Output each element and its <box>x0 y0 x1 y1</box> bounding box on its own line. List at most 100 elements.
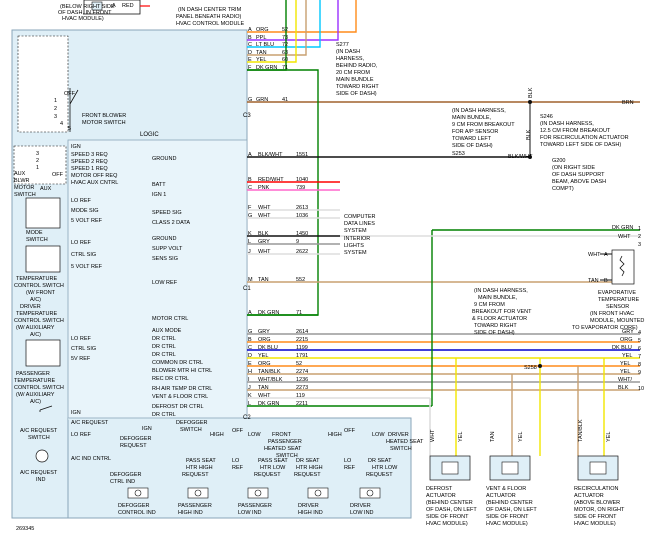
svg-text:MAIN BUNDLE,: MAIN BUNDLE, <box>478 295 518 301</box>
svg-text:CONTROL SWITCH: CONTROL SWITCH <box>14 283 64 289</box>
svg-text:OFF: OFF <box>52 172 64 178</box>
actuator-wire-label: TAN/BLK <box>578 419 584 442</box>
wire-number: 2211 <box>296 401 308 407</box>
motor-icon <box>91 1 103 11</box>
wire-pin: I <box>248 377 250 383</box>
svg-text:PASS SEAT: PASS SEAT <box>186 458 216 464</box>
wire-color: YEL <box>258 353 268 359</box>
svg-text:(IN DASH HARNESS,: (IN DASH HARNESS, <box>474 288 528 294</box>
wire-number: 73 <box>282 35 288 41</box>
front-blower-switch: OFF 1 2 3 4 5 FRONT BLOWER MOTOR SWITCH <box>17 35 126 133</box>
svg-text:CONTROL SWITCH: CONTROL SWITCH <box>14 318 64 324</box>
svg-text:DRIVER: DRIVER <box>20 304 41 310</box>
indicator-led-icon <box>366 489 374 497</box>
svg-text:COMPUTER: COMPUTER <box>344 214 376 220</box>
svg-text:SIDE OF DASH): SIDE OF DASH) <box>452 143 493 149</box>
svg-text:S258: S258 <box>524 365 537 371</box>
wire-pin: D <box>248 50 252 56</box>
indicator-label: PASSENGER <box>238 503 272 509</box>
actuator-label: (BEHIND CENTER <box>426 500 473 506</box>
svg-text:5: 5 <box>68 126 71 132</box>
svg-text:FOR A/P SENSOR: FOR A/P SENSOR <box>452 129 498 135</box>
svg-text:A: A <box>604 252 608 258</box>
svg-text:PASS SEAT: PASS SEAT <box>258 458 288 464</box>
svg-text:MODULE, MOUNTED: MODULE, MOUNTED <box>590 318 644 324</box>
output-wire-label: GRY <box>622 329 634 335</box>
wire-pin: E <box>248 57 252 63</box>
svg-text:REF: REF <box>232 465 244 471</box>
wire-pin: K <box>248 231 252 237</box>
output-number: 6 <box>638 346 641 352</box>
svg-text:COMPT): COMPT) <box>552 186 574 192</box>
actuator-label: OF DASH, ON LEFT <box>486 507 537 513</box>
svg-text:SIDE OF DASH): SIDE OF DASH) <box>336 91 377 97</box>
svg-text:DEFOGGER: DEFOGGER <box>176 420 208 426</box>
svg-text:HIGH: HIGH <box>328 432 342 438</box>
motor-icon <box>441 461 459 475</box>
svg-text:WHT: WHT <box>588 252 601 258</box>
right-pin-label: GROUND <box>152 156 176 162</box>
output-wire-label: ORG <box>620 337 633 343</box>
right-pin-label: SENS SIG <box>152 256 178 262</box>
svg-text:HVAC MODULE): HVAC MODULE) <box>62 16 104 22</box>
output-number: 4 <box>638 330 641 336</box>
wire-number: 1450 <box>296 231 308 237</box>
wire <box>247 0 307 56</box>
right-pin-label: DR CTRL <box>152 336 176 342</box>
actuator-label: MOTOR, ON RIGHT <box>574 507 625 513</box>
right-notes: BRN BLK S246 (IN DASH HARNESS, 12.5 CM F… <box>344 87 634 256</box>
wire-pin: C <box>248 42 252 48</box>
actuator-label: SIDE OF FRONT <box>426 514 469 520</box>
svg-text:HEATED SEAT: HEATED SEAT <box>264 446 302 452</box>
svg-text:DR SEAT: DR SEAT <box>296 458 320 464</box>
left-pin-label: SPEED 3 REQ <box>71 152 108 158</box>
output-wire-label: YEL <box>620 369 630 375</box>
wire-number: 41 <box>282 97 288 103</box>
svg-text:& FLOOR ACTUATOR: & FLOOR ACTUATOR <box>472 316 527 322</box>
left-pin-label: IGN <box>71 410 81 416</box>
splice-s258 <box>538 364 542 368</box>
svg-text:(IN DASH HARNESS,: (IN DASH HARNESS, <box>452 108 506 114</box>
wire-pin: H <box>248 369 252 375</box>
wire-pin: E <box>248 361 252 367</box>
svg-text:A: A <box>112 3 116 9</box>
wire-number: 71 <box>282 65 288 71</box>
wire-number: 52 <box>296 361 302 367</box>
svg-text:2: 2 <box>54 106 57 112</box>
wire-color: DK GRN <box>258 401 279 407</box>
actuator-label: HVAC MODULE) <box>486 521 528 527</box>
svg-text:A/C): A/C) <box>30 297 41 303</box>
connector-c2: C2 <box>243 415 251 421</box>
actuator-label: SIDE OF FRONT <box>486 514 529 520</box>
svg-text:3: 3 <box>54 114 57 120</box>
svg-text:3: 3 <box>36 151 39 157</box>
wire-color: DK BLU <box>258 345 278 351</box>
left-pin-label: LO REF <box>71 198 92 204</box>
svg-text:SWITCH: SWITCH <box>14 192 36 198</box>
wire-number: 1236 <box>296 377 308 383</box>
motor-icon <box>501 461 519 475</box>
svg-text:HTR HIGH: HTR HIGH <box>186 465 213 471</box>
svg-text:REQUEST: REQUEST <box>294 472 321 478</box>
wire-color: RED/WHT <box>258 177 284 183</box>
wire-color: DK GRN <box>256 65 277 71</box>
svg-text:DRIVER: DRIVER <box>388 432 409 438</box>
actuator-label: HVAC MODULE) <box>574 521 616 527</box>
svg-text:DEFOGGER: DEFOGGER <box>110 472 142 478</box>
svg-text:SWITCH: SWITCH <box>180 427 202 433</box>
indicator-led-icon <box>134 489 142 497</box>
svg-text:BRN: BRN <box>622 100 634 106</box>
wire-number: 119 <box>296 393 305 399</box>
wire-color: TAN/BLK <box>258 369 281 375</box>
right-pin-label: GROUND <box>152 236 176 242</box>
svg-text:FOR RECIRCULATION ACTUATOR: FOR RECIRCULATION ACTUATOR <box>540 135 629 141</box>
output-number: 1 <box>638 226 641 232</box>
svg-text:(IN DASH CENTER TRIM: (IN DASH CENTER TRIM <box>178 7 242 13</box>
svg-text:OF DASH SUPPORT: OF DASH SUPPORT <box>552 172 605 178</box>
actuator-label: ACTUATOR <box>426 493 456 499</box>
svg-text:BEAM, ABOVE DASH: BEAM, ABOVE DASH <box>552 179 606 185</box>
svg-text:SWITCH: SWITCH <box>276 453 298 459</box>
